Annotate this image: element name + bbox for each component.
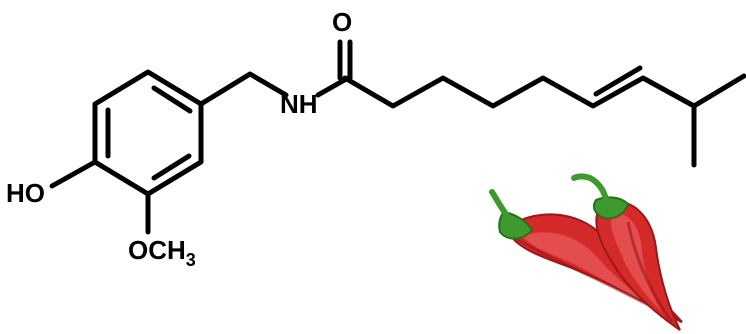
aromatic-double-bond-3 — [151, 153, 192, 181]
hydroxyl-label: HO — [6, 178, 45, 208]
carbonyl-oxygen-label: O — [332, 7, 352, 37]
benzene-ring — [92, 69, 204, 197]
methoxy-main-text: OCH — [128, 235, 186, 265]
methoxy-subscript: 3 — [186, 250, 196, 270]
side-chain — [198, 39, 746, 168]
hydroxyl-bond — [49, 159, 98, 189]
chili-peppers-icon — [489, 173, 683, 331]
methoxy-label: OCH3 — [128, 235, 196, 270]
chili-pepper-right — [571, 173, 681, 331]
alkene-double-bond — [593, 65, 643, 97]
aromatic-double-bond-2 — [151, 85, 193, 114]
amide-nitrogen-label: NH — [280, 89, 318, 119]
